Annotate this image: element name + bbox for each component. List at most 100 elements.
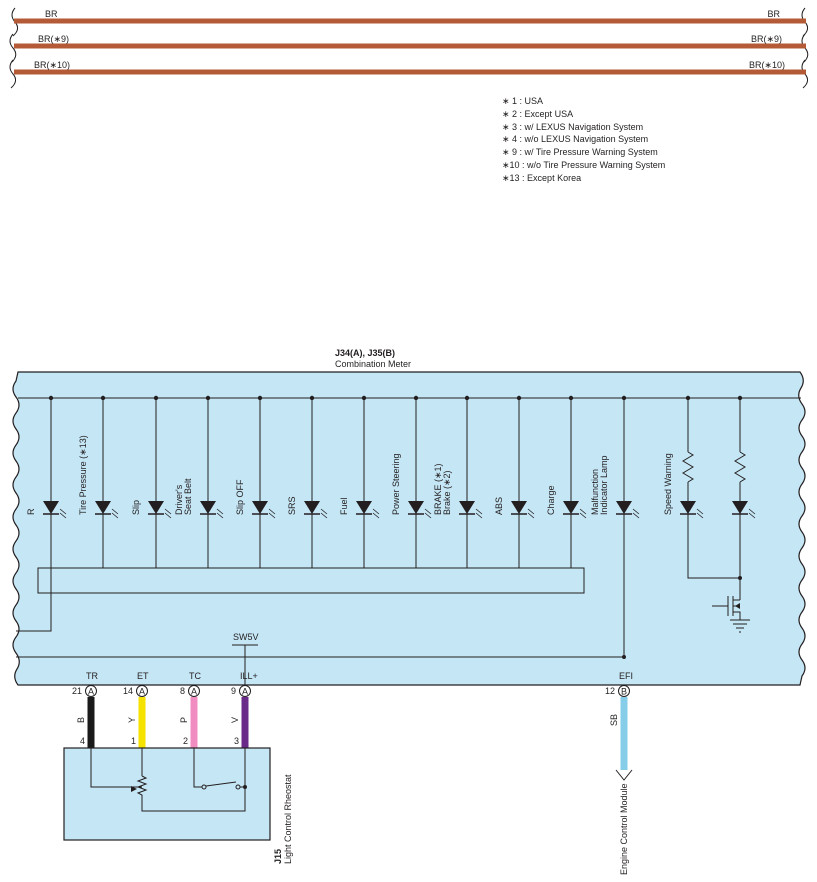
lamp-label: Driver's — [174, 484, 184, 515]
led-icon — [252, 501, 268, 514]
r-lamp-return-wire — [16, 568, 52, 632]
meter-name-label: Combination Meter — [335, 359, 411, 369]
lamp-0: R — [26, 395, 67, 568]
pin-number: 9 — [231, 686, 236, 696]
lamp-7: Power Steering — [391, 395, 432, 568]
led-icon — [616, 501, 632, 514]
lamp-label: Indicator Lamp — [599, 455, 609, 515]
led-icon — [95, 501, 111, 514]
sw5v-supply: SW5V — [232, 632, 259, 685]
connector-letter: A — [139, 687, 145, 697]
rheostat-pin-number: 3 — [234, 736, 239, 746]
pin-ill-plus: ILL+9AV3T — [230, 671, 258, 763]
connector-a-marker — [136, 685, 148, 697]
rheostat-pin-number: 4 — [80, 736, 85, 746]
pin-tr: TR21AB4RV — [72, 671, 107, 763]
sw5v-label: SW5V — [233, 632, 259, 642]
br-wire-right-label: BR(∗9) — [751, 34, 782, 44]
resistor — [734, 451, 746, 483]
pin-number: 12 — [605, 686, 615, 696]
ecm-label: Engine Control Module — [619, 783, 629, 875]
lamp-1: Tire Pressure (∗13) — [78, 395, 119, 568]
rheostat-body — [63, 747, 271, 841]
lamp-9: ABS — [494, 395, 535, 568]
lamp-label: BRAKE (∗1) — [433, 463, 443, 515]
led-icon — [408, 501, 424, 514]
br-wire-left-label: BR(∗10) — [34, 60, 70, 70]
led-icon — [511, 501, 527, 514]
pin-function-label: EFI — [619, 671, 633, 681]
note: ∗ 9 : w/ Tire Pressure Warning System — [502, 147, 658, 157]
meter-connector-label: J34(A), J35(B) — [335, 348, 395, 358]
lamp-label: ABS — [494, 497, 504, 515]
lamp-label: Fuel — [339, 497, 349, 515]
light-control-rheostat: J15 Light Control Rheostat — [63, 747, 293, 864]
ecm-arrow: Engine Control Module — [615, 769, 633, 875]
note: ∗10 : w/o Tire Pressure Warning System — [502, 160, 665, 170]
lamp-label: SRS — [287, 496, 297, 515]
note: ∗ 3 : w/ LEXUS Navigation System — [502, 122, 643, 132]
connector-a-marker — [239, 685, 251, 697]
lamp-5: SRS — [287, 395, 328, 568]
lamp-label: Slip — [131, 500, 141, 515]
lamp-label: Seat Belt — [183, 478, 193, 515]
connector-letter: A — [88, 687, 94, 697]
lamp-13 — [732, 395, 756, 519]
led-icon — [356, 501, 372, 514]
connector-a-marker — [188, 685, 200, 697]
lamp-6: Fuel — [339, 395, 380, 568]
pin-function-label: ET — [137, 671, 149, 681]
connector-b-marker — [618, 685, 630, 697]
lamp-8: BRAKE (∗1)Brake (∗2) — [433, 395, 483, 568]
note: ∗13 : Except Korea — [502, 173, 581, 183]
lamp-10: Charge — [546, 395, 587, 568]
led-icon — [563, 501, 579, 514]
led-icon — [148, 501, 164, 514]
led-icon — [680, 501, 696, 514]
led-icon — [43, 501, 59, 514]
lamp-label: R — [26, 508, 36, 515]
br-wire-right-label: BR — [767, 9, 780, 19]
br-wire-left-label: BR — [45, 9, 58, 19]
lamp-label: Tire Pressure (∗13) — [78, 435, 88, 515]
connector-letter: A — [242, 687, 248, 697]
connector-letter: A — [191, 687, 197, 697]
lamp-label: Slip OFF — [235, 479, 245, 515]
lamp-label: Charge — [546, 485, 556, 515]
lamp-label: Malfunction — [590, 469, 600, 515]
lamp-2: Slip — [131, 395, 172, 568]
pin-function-label: ILL+ — [240, 671, 258, 681]
rheostat-pin-number: 2 — [183, 736, 188, 746]
resistor — [682, 451, 694, 483]
br-wires: BR BR BR(∗9) BR(∗9) BR(∗10) BR(∗10) — [9, 7, 809, 89]
rheostat-name: Light Control Rheostat — [283, 774, 293, 864]
wire-color-code: B — [76, 717, 86, 723]
lamp-12: Speed Warning — [663, 395, 704, 519]
led-icon — [304, 501, 320, 514]
connector-letter: B — [621, 687, 627, 697]
rheostat-id: J15 — [273, 849, 283, 864]
wire-color-code: V — [230, 717, 240, 723]
pin-number: 8 — [180, 686, 185, 696]
pin-function-label: TC — [189, 671, 201, 681]
wire-color-code: Y — [127, 717, 137, 723]
pin-number: 21 — [72, 686, 82, 696]
notes-list: ∗ 1 : USA ∗ 2 : Except USA ∗ 3 : w/ LEXU… — [502, 96, 665, 183]
led-icon — [732, 501, 748, 514]
note: ∗ 1 : USA — [502, 96, 543, 106]
combination-meter: J34(A), J35(B) Combination Meter R Tire P… — [12, 348, 806, 686]
driver-ic-box — [37, 567, 585, 594]
lamp-label: Power Steering — [391, 453, 401, 515]
connector-a-marker — [85, 685, 97, 697]
note: ∗ 2 : Except USA — [502, 109, 573, 119]
rheostat-pin-number: 1 — [131, 736, 136, 746]
lamp-4: Slip OFF — [235, 395, 276, 568]
pin-number: 14 — [123, 686, 133, 696]
speed-warning-transistor — [687, 518, 750, 633]
pin-function-label: TR — [86, 671, 98, 681]
br-wire-right-label: BR(∗10) — [749, 60, 785, 70]
